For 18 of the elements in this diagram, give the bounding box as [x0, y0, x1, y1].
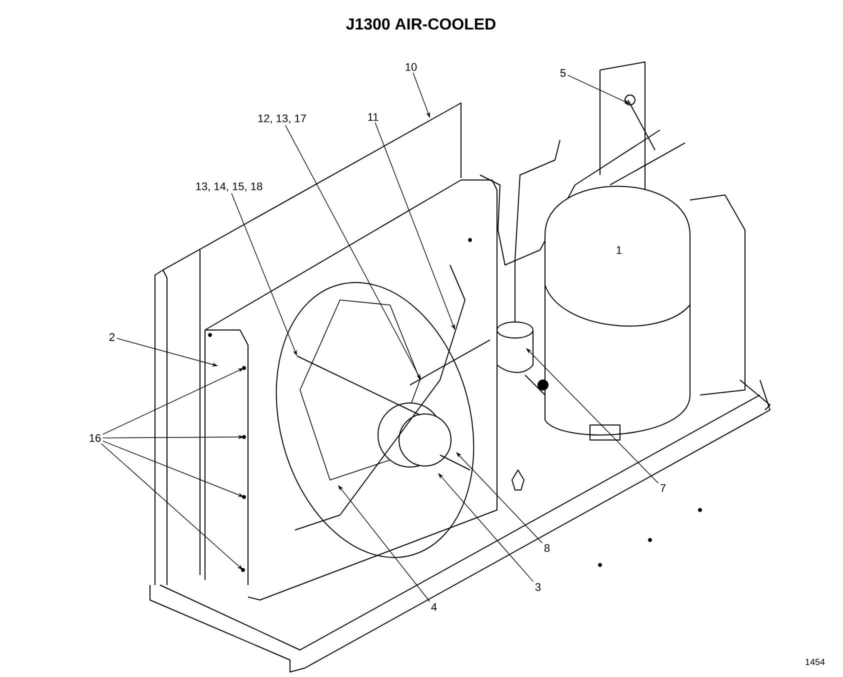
- leader-line: [100, 443, 243, 570]
- leader-line: [526, 348, 659, 484]
- callout-number: 16: [90, 434, 101, 442]
- callout-number: 10: [406, 63, 417, 71]
- callout-number: 3: [535, 583, 541, 591]
- callout-number: 11: [368, 113, 378, 121]
- callout-number: 7: [660, 484, 666, 492]
- callout-number: 4: [431, 603, 437, 611]
- callout-number: 2: [110, 333, 115, 341]
- drawing-number: 1454: [806, 658, 825, 666]
- leader-line: [438, 473, 534, 582]
- callout-number: 12, 13, 17: [258, 114, 306, 124]
- leader-line: [456, 452, 543, 544]
- callout-number: 13, 14, 15, 18: [196, 182, 262, 192]
- callout-number: 8: [544, 544, 550, 552]
- callout-number: 5: [560, 69, 566, 77]
- title: J1300 AIR-COOLED: [346, 18, 496, 30]
- part-number: 1: [616, 246, 622, 254]
